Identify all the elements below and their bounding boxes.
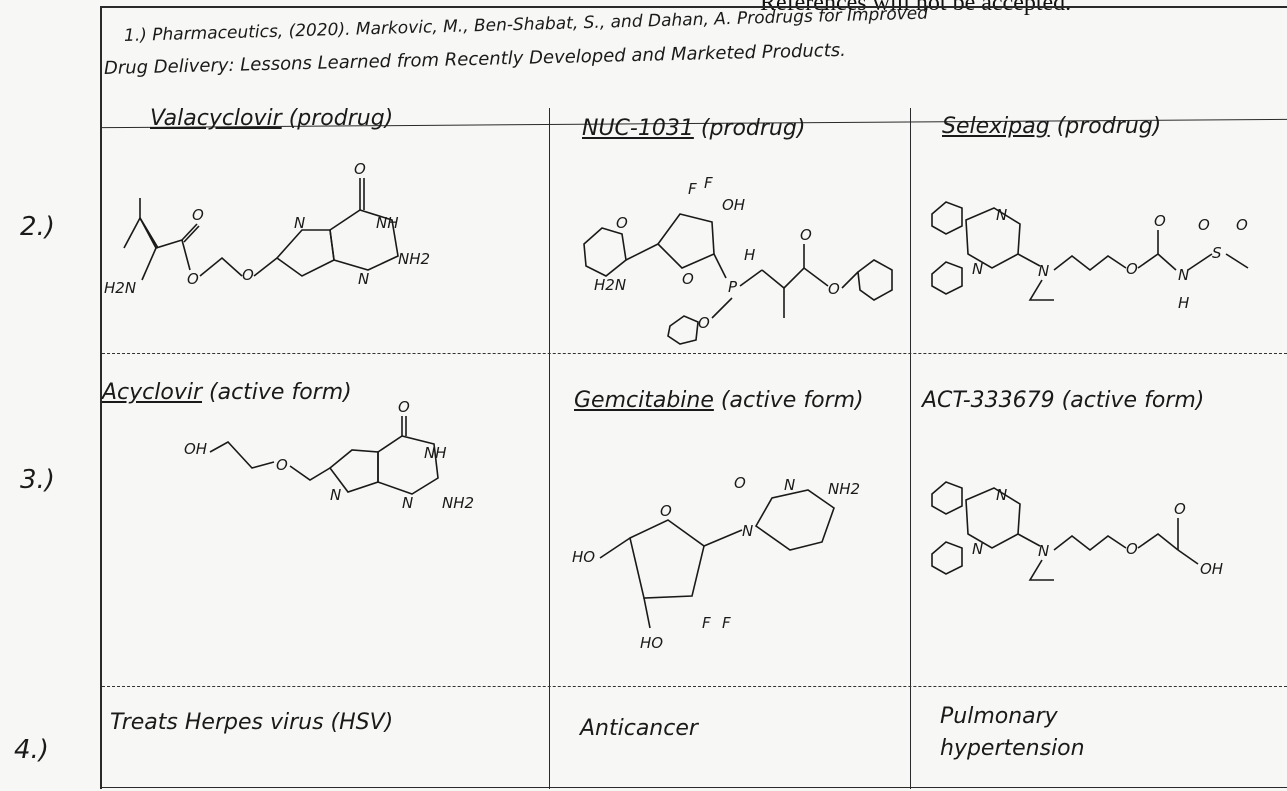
- svg-text:O: O: [1126, 260, 1138, 278]
- svg-text:F: F: [688, 180, 697, 198]
- svg-text:O: O: [828, 280, 840, 298]
- svg-text:NH: NH: [424, 444, 447, 462]
- svg-text:N: N: [784, 476, 795, 494]
- selexipag-structure: N N N O O N H S O O: [931, 201, 1249, 312]
- svg-text:HO: HO: [572, 548, 595, 566]
- column-divider-1: [549, 108, 550, 789]
- svg-text:NH2: NH2: [398, 250, 430, 268]
- svg-text:N: N: [996, 486, 1007, 504]
- gemcitabine-structure: HO O N O N NH2 HO F F: [572, 474, 860, 652]
- svg-text:O: O: [682, 270, 694, 288]
- use-cell-1: Treats Herpes virus (HSV): [110, 710, 394, 735]
- svg-text:N: N: [742, 522, 753, 540]
- svg-text:N: N: [972, 540, 983, 558]
- svg-text:N: N: [1038, 262, 1049, 280]
- use-cell-2: Anticancer: [580, 716, 698, 741]
- row-divider-1: [102, 353, 1287, 354]
- row-label-2: 2.): [20, 212, 55, 242]
- svg-text:O: O: [1126, 540, 1138, 558]
- svg-text:O: O: [800, 226, 812, 244]
- svg-text:N: N: [402, 494, 413, 512]
- use-cell-3b: hypertension: [940, 736, 1085, 761]
- svg-text:F: F: [702, 614, 711, 632]
- nuc-1031-structure: O H2N F F OH O P H O O O: [583, 174, 893, 345]
- svg-text:O: O: [1154, 212, 1166, 230]
- svg-text:S: S: [1212, 244, 1222, 262]
- svg-text:O: O: [354, 160, 366, 178]
- svg-text:OH: OH: [184, 440, 207, 458]
- active-title-3: ACT-333679 (active form): [922, 388, 1205, 413]
- svg-text:O: O: [734, 474, 746, 492]
- column-divider-2: [910, 108, 911, 789]
- row-label-4: 4.): [14, 735, 49, 765]
- svg-text:O: O: [398, 398, 410, 416]
- svg-text:N: N: [358, 270, 369, 288]
- svg-text:H2N: H2N: [104, 279, 136, 297]
- svg-text:O: O: [698, 314, 710, 332]
- prodrug-title-3: Selexipag (prodrug): [942, 114, 1162, 139]
- active-title-1: Acyclovir (active form): [102, 380, 352, 405]
- valacyclovir-structure: O O O H2N O NH N NH2 N: [104, 160, 430, 297]
- bottom-rule: [102, 787, 1287, 788]
- use-cell-3a: Pulmonary: [940, 704, 1058, 729]
- svg-text:O: O: [660, 502, 672, 520]
- active-title-2: Gemcitabine (active form): [574, 388, 864, 413]
- svg-text:O: O: [1236, 216, 1248, 234]
- svg-text:O: O: [192, 206, 204, 224]
- svg-text:H: H: [1178, 294, 1189, 312]
- svg-text:O: O: [242, 266, 254, 284]
- svg-text:NH2: NH2: [442, 494, 474, 512]
- svg-text:N: N: [1178, 266, 1189, 284]
- svg-text:OH: OH: [1200, 560, 1223, 578]
- svg-text:HO: HO: [640, 634, 663, 652]
- svg-text:O: O: [616, 214, 628, 232]
- act-333679-structure: N N N O O OH: [931, 481, 1223, 581]
- svg-text:NH: NH: [376, 214, 399, 232]
- prodrug-title-2: NUC-1031 (prodrug): [582, 116, 806, 141]
- svg-text:F: F: [722, 614, 731, 632]
- svg-text:N: N: [330, 486, 341, 504]
- svg-text:NH2: NH2: [828, 480, 860, 498]
- reference-line-2: Drug Delivery: Lessons Learned from Rece…: [103, 39, 847, 79]
- row-divider-2: [102, 686, 1287, 687]
- svg-text:N: N: [972, 260, 983, 278]
- svg-text:O: O: [1174, 500, 1186, 518]
- svg-text:OH: OH: [722, 196, 745, 214]
- svg-text:P: P: [728, 278, 738, 296]
- svg-text:H2N: H2N: [594, 276, 626, 294]
- prodrug-title-1: Valacyclovir (prodrug): [150, 106, 394, 131]
- assignment-sheet: 1.) Pharmaceutics, (2020). Markovic, M.,…: [100, 3, 1287, 789]
- svg-text:H: H: [744, 246, 755, 264]
- svg-text:F: F: [704, 174, 713, 192]
- svg-text:O: O: [276, 456, 288, 474]
- svg-text:N: N: [294, 214, 305, 232]
- page-top-note: References will not be accepted.: [760, 0, 1072, 16]
- svg-text:N: N: [1038, 542, 1049, 560]
- svg-text:O: O: [187, 270, 199, 288]
- svg-text:N: N: [996, 206, 1007, 224]
- acyclovir-structure: OH O O NH N NH2 N: [184, 398, 474, 512]
- svg-text:O: O: [1198, 216, 1210, 234]
- reference-line-1: 1.) Pharmaceutics, (2020). Markovic, M.,…: [123, 3, 929, 46]
- row-label-3: 3.): [20, 465, 55, 495]
